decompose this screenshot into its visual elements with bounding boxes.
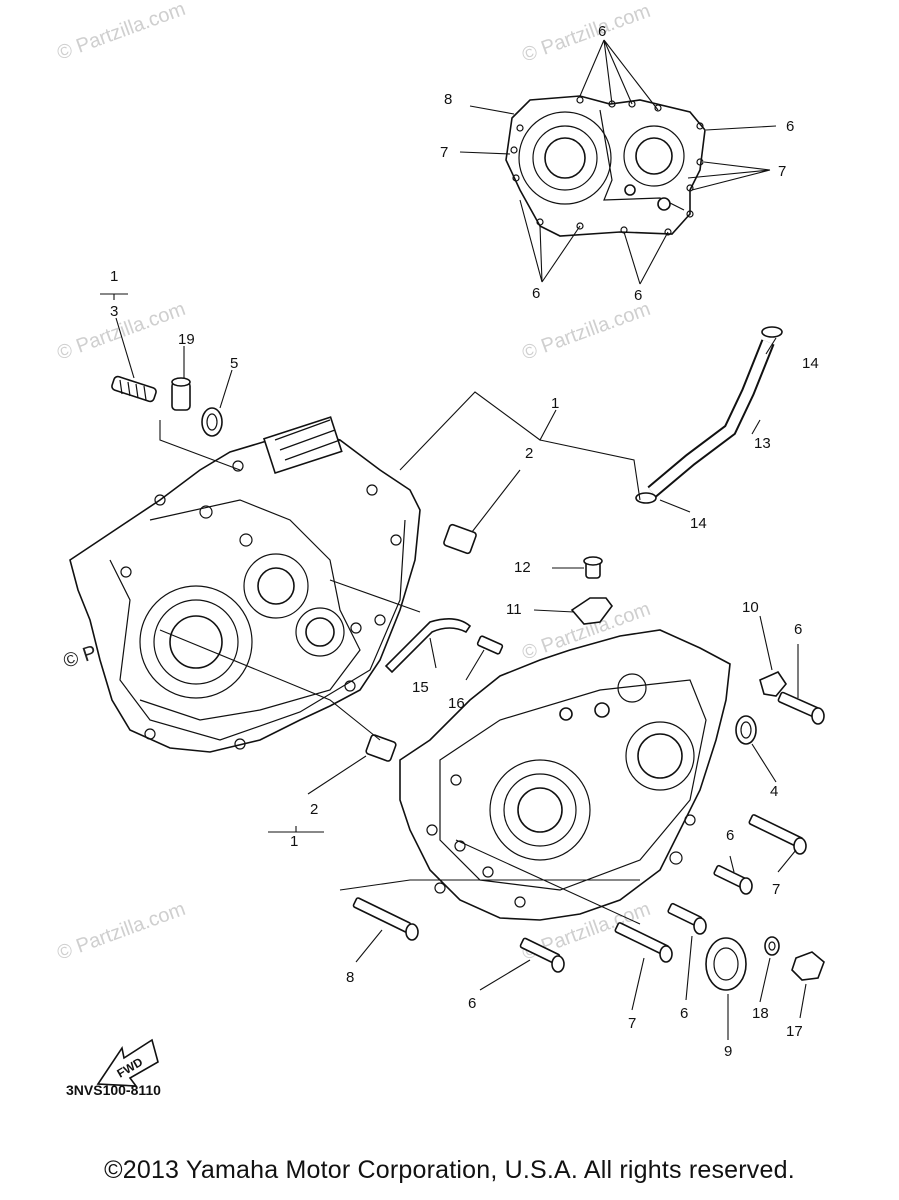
callout-12: 12 xyxy=(514,559,531,576)
watermark: © Partzilla.com xyxy=(54,898,188,965)
dowel-pin-2-upper xyxy=(443,523,477,555)
callout-8: 8 xyxy=(346,969,354,986)
callout-6: 6 xyxy=(468,995,476,1012)
callout-1: 1 xyxy=(110,268,118,285)
callout-8: 8 xyxy=(444,91,452,108)
callout-9: 9 xyxy=(724,1043,732,1060)
callout-6: 6 xyxy=(680,1005,688,1022)
bolt-7-upper xyxy=(748,814,807,855)
callout-7: 7 xyxy=(778,163,786,180)
callout-13: 13 xyxy=(754,435,771,452)
hose-clip-14 xyxy=(635,326,783,504)
callout-4: 4 xyxy=(770,783,778,800)
clamp-10 xyxy=(759,670,787,697)
dowel-pin-2-lower xyxy=(365,734,397,762)
callout-6: 6 xyxy=(786,118,794,135)
bolt-6-mid xyxy=(713,864,753,895)
watermark: © Partzilla.com xyxy=(54,298,188,365)
callout-6: 6 xyxy=(634,287,642,304)
diagram-code: 3NVS100-8110 xyxy=(66,1082,161,1098)
callout-10: 10 xyxy=(742,599,759,616)
copyright-footer: ©2013 Yamaha Motor Corporation, U.S.A. A… xyxy=(104,1156,795,1184)
bolt-6-bottom xyxy=(519,937,565,973)
plate-15 xyxy=(384,618,472,674)
screw-12 xyxy=(583,556,603,579)
bolt-8 xyxy=(352,897,419,941)
hose-13 xyxy=(647,339,775,498)
callout-7: 7 xyxy=(440,144,448,161)
callout-2: 2 xyxy=(310,801,318,818)
oil-seal-9 xyxy=(705,937,747,991)
callout-2: 2 xyxy=(525,445,533,462)
bolt-6-right xyxy=(777,691,825,725)
callout-11: 11 xyxy=(506,601,522,618)
watermark: © Partzilla.com xyxy=(519,298,653,365)
bolt-16 xyxy=(476,635,504,655)
watermark: © Partzilla.com xyxy=(519,0,653,67)
callout-19: 19 xyxy=(178,331,195,348)
washer-18 xyxy=(764,936,780,956)
callout-14: 14 xyxy=(690,515,707,532)
drain-plug-17 xyxy=(791,951,825,981)
crankcase-inset-view xyxy=(505,95,706,237)
stud-bolt-3 xyxy=(111,375,157,403)
callout-14: 14 xyxy=(802,355,819,372)
callout-7: 7 xyxy=(628,1015,636,1032)
callout-3: 3 xyxy=(110,303,118,320)
watermark: © Partzilla.com xyxy=(54,0,188,65)
callout-6: 6 xyxy=(726,827,734,844)
bolt-6-lower xyxy=(667,902,707,935)
left-crankcase-half xyxy=(69,416,421,753)
callout-1: 1 xyxy=(551,395,559,412)
oil-seal-4 xyxy=(735,715,757,745)
callout-17: 17 xyxy=(786,1023,803,1040)
callout-18: 18 xyxy=(752,1005,769,1022)
callout-6: 6 xyxy=(598,23,606,40)
right-crankcase-half xyxy=(399,629,731,921)
callout-15: 15 xyxy=(412,679,429,696)
fwd-arrow-icon: FWD xyxy=(96,1038,159,1087)
callout-labels: 1 3 19 5 1 2 12 11 15 16 10 6 4 14 13 14… xyxy=(110,23,819,1060)
callout-1: 1 xyxy=(290,833,298,850)
bolt-7-lower xyxy=(614,922,673,963)
callout-6: 6 xyxy=(794,621,802,638)
callout-5: 5 xyxy=(230,355,238,372)
oil-seal-5 xyxy=(201,407,223,437)
callout-16: 16 xyxy=(448,695,465,712)
callout-7: 7 xyxy=(772,881,780,898)
leader-lines xyxy=(100,39,807,1040)
dowel-19 xyxy=(171,377,191,411)
clamp-11 xyxy=(570,597,613,625)
callout-6: 6 xyxy=(532,285,540,302)
